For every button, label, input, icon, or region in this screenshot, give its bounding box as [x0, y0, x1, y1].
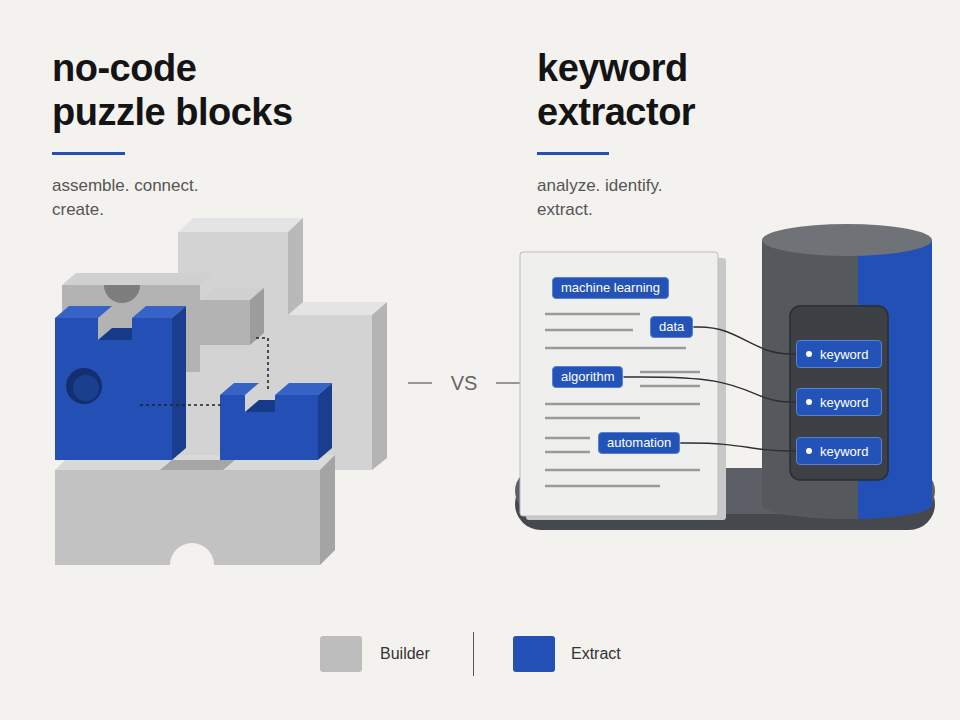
bullet-dot: [806, 351, 812, 357]
block-top: [55, 306, 112, 318]
tag-text: data: [659, 319, 684, 334]
block-top: [62, 273, 214, 285]
title-underline: [537, 152, 609, 155]
block-side: [372, 302, 387, 470]
block-notch: [160, 460, 235, 470]
tag-text: algorithm: [561, 369, 614, 384]
legend-text: Extract: [571, 644, 621, 664]
keyword-button: keyword: [796, 388, 882, 416]
guide-line: [256, 338, 268, 392]
cylinder-panel: [790, 306, 888, 480]
bullet-dot: [806, 399, 812, 405]
guide-line: [140, 404, 224, 406]
subheading: analyze. identify. extract.: [537, 174, 717, 222]
extract-block: [220, 395, 318, 460]
block-side: [320, 455, 335, 565]
keyword-text: keyword: [820, 444, 868, 459]
block-side: [172, 306, 186, 460]
block-top: [220, 383, 259, 395]
block-side: [288, 218, 303, 315]
keyword-text: keyword: [820, 347, 868, 362]
subheading: assemble. connect. create.: [52, 174, 232, 222]
legend-divider: [473, 632, 474, 676]
keyword-button: keyword: [796, 437, 882, 465]
builder-block: [55, 470, 320, 565]
title-underline: [52, 152, 125, 155]
builder-block: [178, 232, 372, 470]
connector-line: [680, 443, 796, 451]
block-hole: [73, 375, 99, 401]
block-side: [250, 288, 264, 345]
keyword-tag: machine learning: [552, 277, 669, 299]
vs-label: VS: [451, 371, 478, 395]
legend-swatch: [320, 636, 362, 672]
block-hole: [104, 285, 140, 303]
connector-line: [693, 327, 796, 354]
cylinder-top: [762, 224, 932, 256]
text-lines: [545, 314, 700, 486]
connector-line: [623, 377, 796, 402]
vs-dash: [408, 382, 432, 384]
bullet-dot: [806, 448, 812, 454]
keyword-tag: data: [650, 316, 693, 338]
legend-swatch: [513, 636, 555, 672]
vs-dash: [496, 382, 520, 384]
keyword-button: keyword: [796, 340, 882, 368]
keyword-text: keyword: [820, 395, 868, 410]
heading: keyword extractor: [537, 46, 799, 134]
block-hole: [66, 368, 102, 404]
block-top: [178, 218, 303, 232]
legend-text: Builder: [380, 644, 430, 664]
block-top: [288, 302, 387, 315]
extract-block: [55, 318, 172, 460]
keyword-tag: algorithm: [552, 366, 623, 388]
heading: no-code puzzle blocks: [52, 46, 314, 134]
tag-text: automation: [607, 435, 671, 450]
tag-text: machine learning: [561, 280, 660, 295]
block-side: [318, 383, 332, 460]
document-sheet: [520, 252, 718, 516]
keyword-tag: automation: [598, 432, 680, 454]
